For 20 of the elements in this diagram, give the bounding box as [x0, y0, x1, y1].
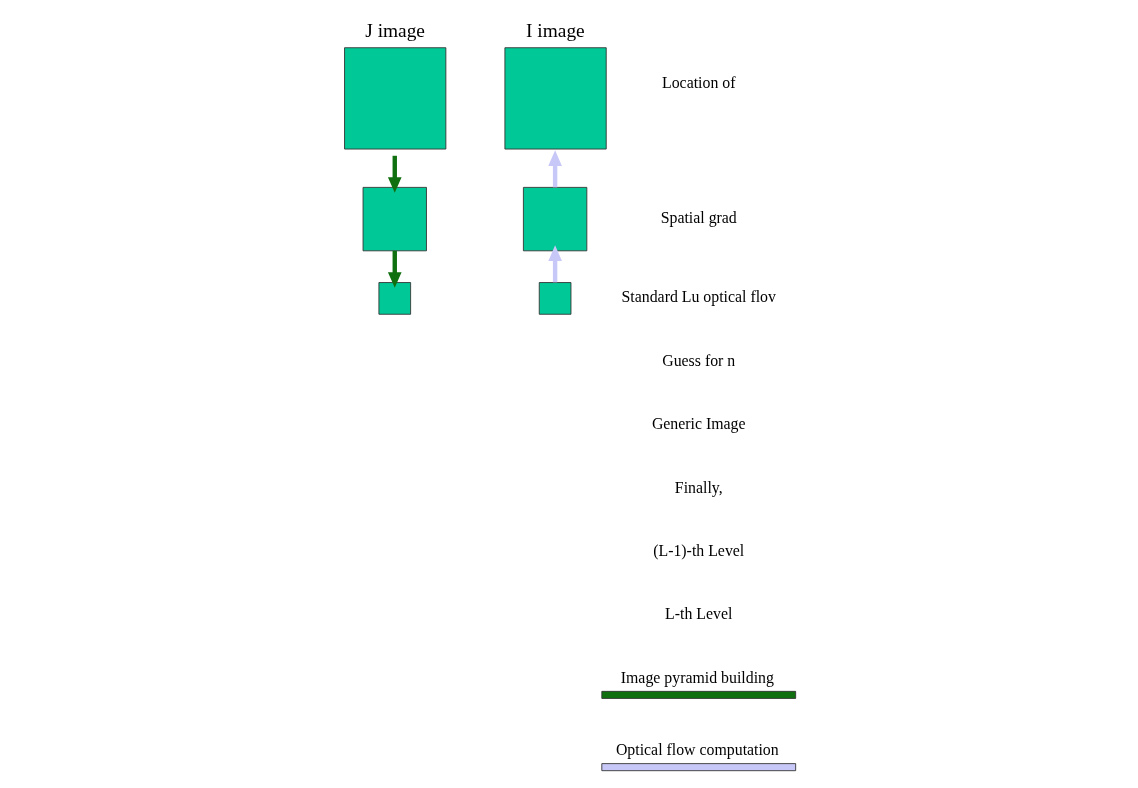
node-box — [362, 186, 427, 252]
node-box — [522, 186, 588, 252]
label: (L-1)-th Level — [653, 542, 745, 560]
arrow — [548, 245, 562, 283]
label: Standard Lu optical flov — [621, 288, 776, 306]
label: Finally, — [674, 478, 723, 496]
arrow — [387, 155, 402, 193]
legend-label: Image pyramid building — [620, 668, 774, 686]
label: Location of — [662, 73, 736, 91]
label: Spatial grad — [660, 208, 737, 226]
arrow — [548, 150, 562, 188]
node-label: J image — [365, 19, 425, 41]
arrow — [387, 250, 402, 288]
legend-label: Optical flow computation — [615, 741, 779, 759]
node-label: I image — [526, 19, 585, 41]
node-box — [538, 282, 572, 315]
label: L-th Level — [665, 605, 733, 623]
label: Guess for n — [662, 351, 736, 369]
label: Generic Image — [651, 415, 746, 433]
node-box — [378, 282, 412, 315]
